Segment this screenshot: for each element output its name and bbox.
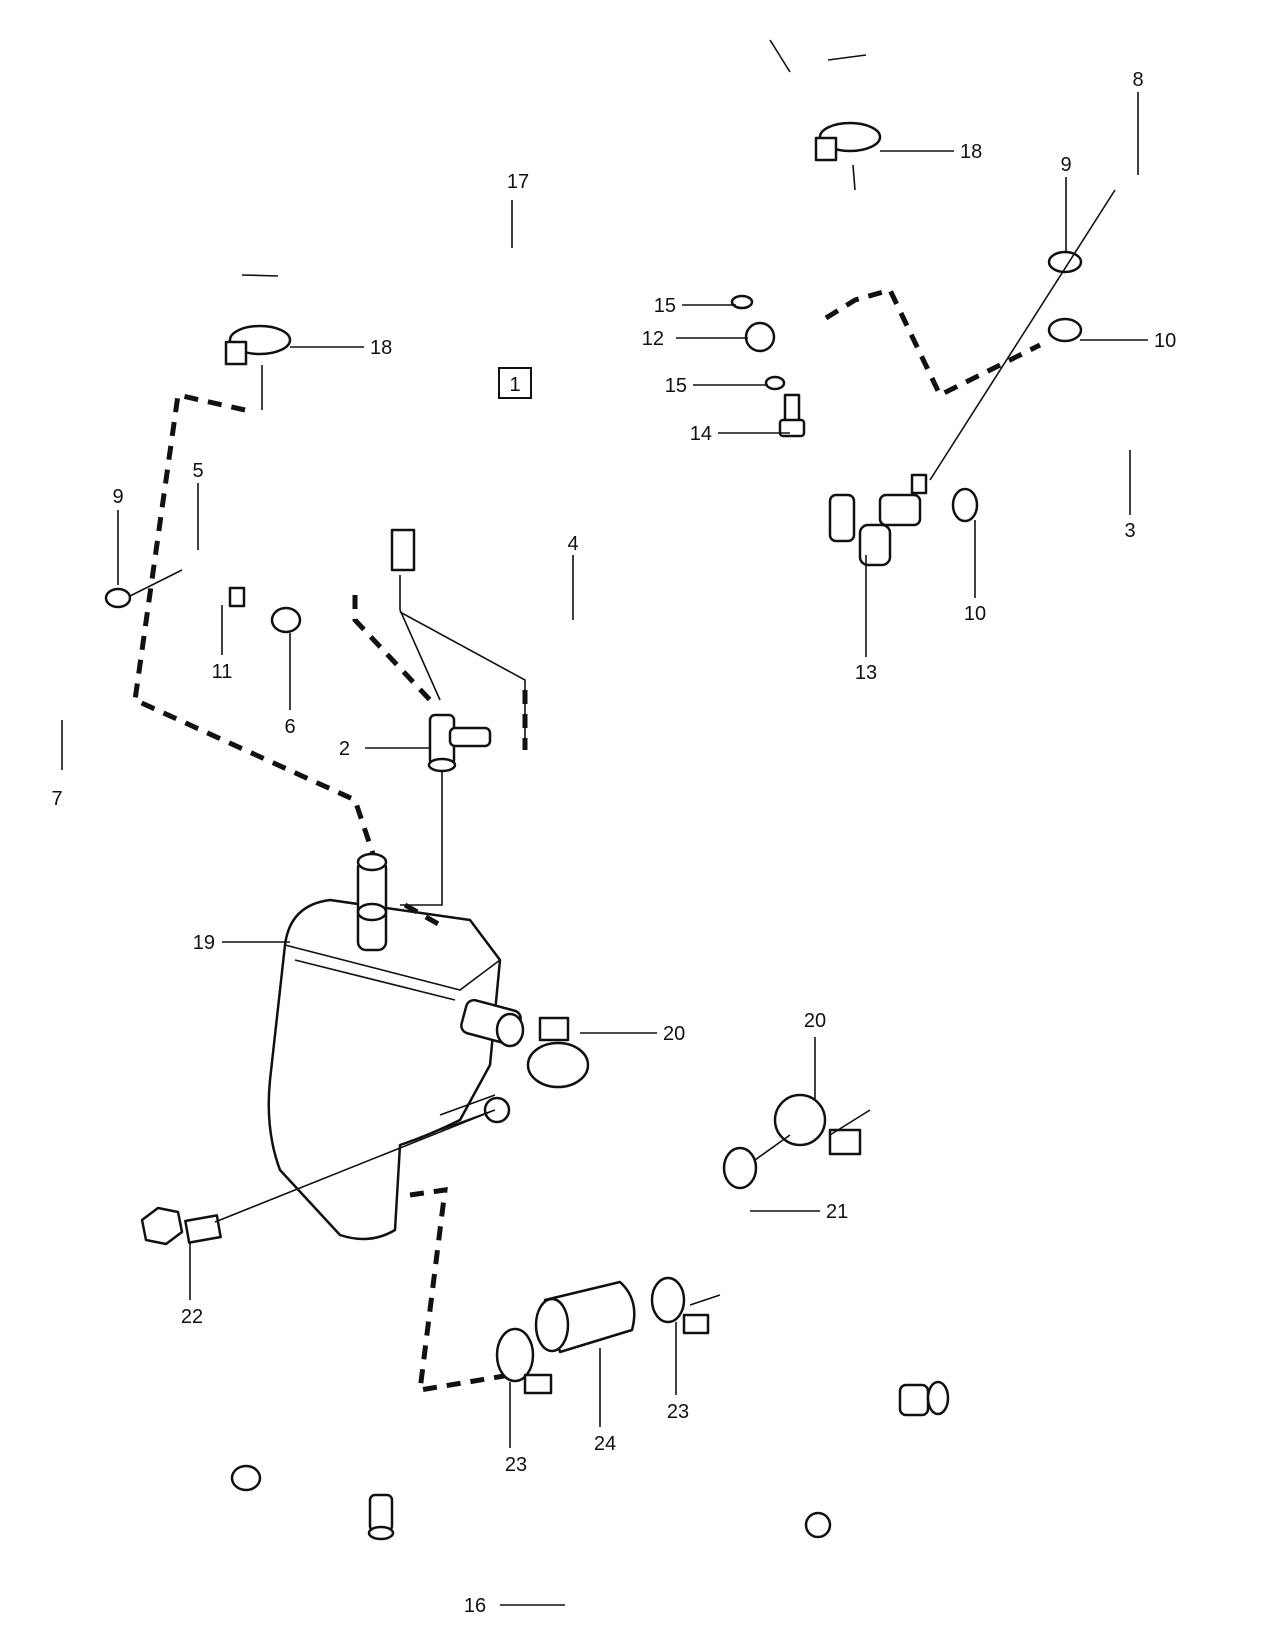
clamp-23-left <box>495 1327 553 1395</box>
callout-20-right: 20 <box>804 1010 826 1032</box>
callout-12: 12 <box>642 328 664 350</box>
callout-18-lower: 18 <box>370 337 392 359</box>
hose-24 <box>534 1280 636 1354</box>
callout-20-left: 20 <box>663 1023 685 1045</box>
callout-23-left: 23 <box>505 1454 527 1476</box>
group-label-box: 1 <box>498 367 532 399</box>
clamp-18-upper <box>814 121 882 191</box>
clamp-18-lower <box>224 324 292 410</box>
callout-13: 13 <box>855 662 877 684</box>
callout-8: 8 <box>1132 69 1143 91</box>
hose-3 <box>972 420 1211 521</box>
clamp-10-upper <box>1047 317 1083 343</box>
bolt-22 <box>140 1111 491 1246</box>
hose-8 <box>1067 167 1146 323</box>
callout-22: 22 <box>181 1306 203 1328</box>
hose-21 <box>605 1065 791 1203</box>
clamp-9-lower <box>104 569 183 609</box>
callout-7: 7 <box>51 788 62 810</box>
clamp-10-lower <box>951 487 979 523</box>
callout-9-upper: 9 <box>1060 154 1071 176</box>
tee-2 <box>427 713 492 773</box>
callout-10-lower: 10 <box>964 603 986 625</box>
callout-2: 2 <box>339 738 350 760</box>
washer-15-lower <box>764 375 786 391</box>
hose-7 <box>28 603 122 712</box>
callout-16: 16 <box>464 1595 486 1617</box>
group-label: 1 <box>509 374 520 396</box>
hose-17 <box>241 28 867 312</box>
callout-17: 17 <box>507 171 529 193</box>
tank-19 <box>267 852 525 1241</box>
clamp-23-right <box>650 1276 721 1335</box>
callout-19: 19 <box>193 932 215 954</box>
tube-5 <box>175 525 265 575</box>
tube-11 <box>217 550 250 608</box>
callout-18-upper: 18 <box>960 141 982 163</box>
fitting-12 <box>744 313 831 353</box>
callout-11: 11 <box>212 661 233 683</box>
callout-24: 24 <box>594 1433 616 1455</box>
callout-14: 14 <box>690 423 712 445</box>
washer-15-upper <box>730 294 754 310</box>
leader-lines <box>61 92 1148 1606</box>
clamp-20-right <box>773 1093 871 1156</box>
callout-labels: 2 3 4 5 6 7 8 9 9 10 10 11 12 13 14 15 1… <box>51 69 1176 1617</box>
callout-21: 21 <box>826 1201 848 1223</box>
callout-9-lower: 9 <box>112 486 123 508</box>
callout-6: 6 <box>284 716 295 738</box>
callout-15-lower: 15 <box>665 375 687 397</box>
callout-10-upper: 10 <box>1154 330 1176 352</box>
callout-3: 3 <box>1124 520 1135 542</box>
callout-15-upper: 15 <box>654 295 676 317</box>
clamp-9-upper <box>929 189 1116 481</box>
clamp-6 <box>270 606 302 634</box>
bolt-14 <box>778 393 806 438</box>
callout-5: 5 <box>192 460 203 482</box>
clamp-20-left <box>526 1016 590 1089</box>
callout-23-right: 23 <box>667 1401 689 1423</box>
pipe-16 <box>125 1290 1181 1615</box>
pipe-4 <box>251 473 928 668</box>
callout-4: 4 <box>567 533 578 555</box>
